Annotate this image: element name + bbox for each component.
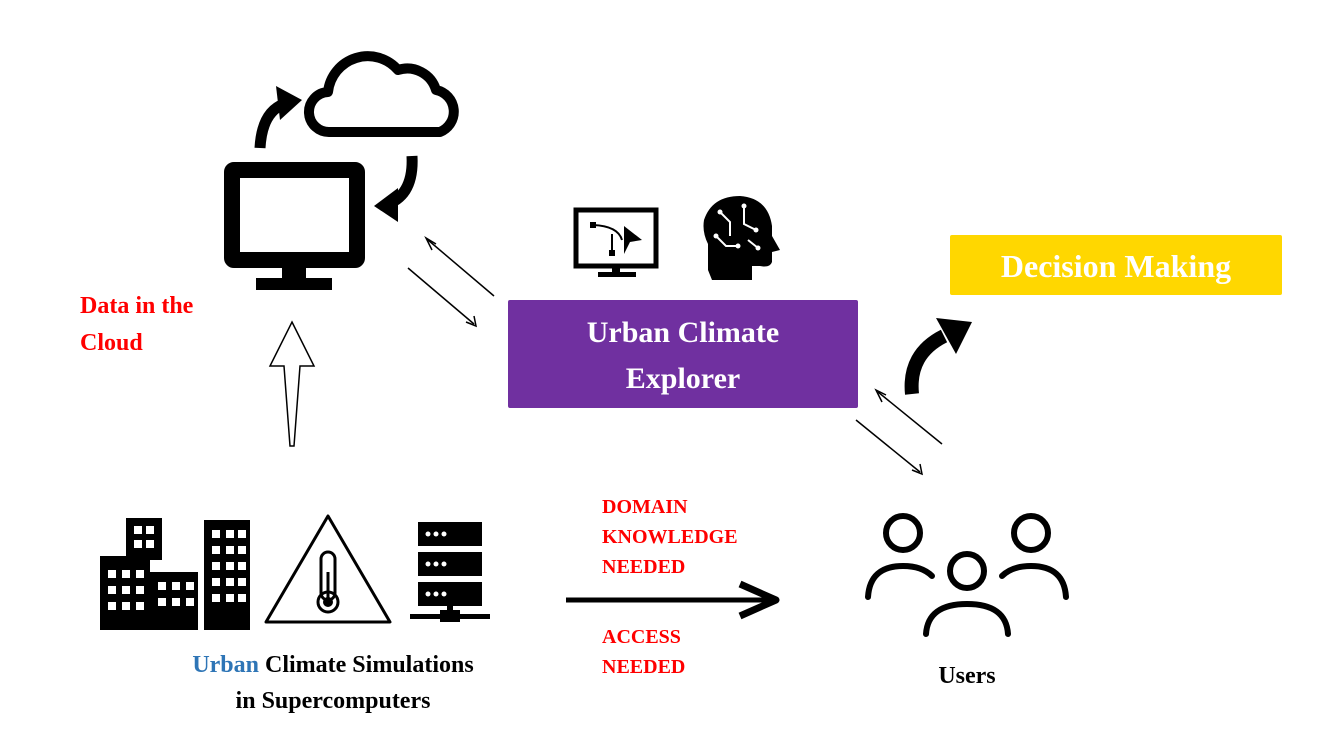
buildings-icon xyxy=(100,518,250,630)
domain-knowledge-line3: NEEDED xyxy=(602,556,685,578)
data-cloud-label-line2: Cloud xyxy=(80,330,143,356)
decision-making-box: Decision Making xyxy=(950,235,1282,295)
sync-arrows-icon xyxy=(254,86,418,222)
monitor-icon xyxy=(224,162,365,290)
screen-cursor-icon xyxy=(573,207,659,277)
access-needed-line2: NEEDED xyxy=(602,656,685,678)
bidirectional-arrow-cloud-explorer xyxy=(407,236,495,328)
brain-circuit-icon xyxy=(703,196,780,280)
simulations-caption-line2: in Supercomputers xyxy=(236,688,431,714)
simulations-caption-rest: Climate Simulations xyxy=(265,652,474,678)
explorer-title-line2: Explorer xyxy=(626,362,740,395)
domain-knowledge-line1: DOMAIN xyxy=(602,496,688,518)
domain-knowledge-line2: KNOWLEDGE xyxy=(602,526,738,548)
upload-arrow xyxy=(268,320,316,447)
urban-climate-explorer-box: Urban Climate Explorer xyxy=(508,300,858,408)
decision-making-label: Decision Making xyxy=(1001,248,1231,284)
server-icon xyxy=(410,522,490,622)
explorer-title-line1: Urban Climate xyxy=(587,316,779,349)
simulations-caption-line1: Urban Climate Simulations xyxy=(192,652,473,678)
cloud-icon xyxy=(303,51,459,137)
access-needed-line1: ACCESS xyxy=(602,626,681,648)
flow-arrow xyxy=(566,580,780,620)
urban-word: Urban xyxy=(192,652,259,678)
users-label: Users xyxy=(938,663,995,689)
users-icon xyxy=(865,513,1069,637)
data-cloud-label-line1: Data in the xyxy=(80,293,194,319)
thermometer-warning-icon xyxy=(264,514,392,624)
bidirectional-arrow-explorer-users xyxy=(855,388,943,476)
curved-arrow-icon xyxy=(904,318,972,395)
